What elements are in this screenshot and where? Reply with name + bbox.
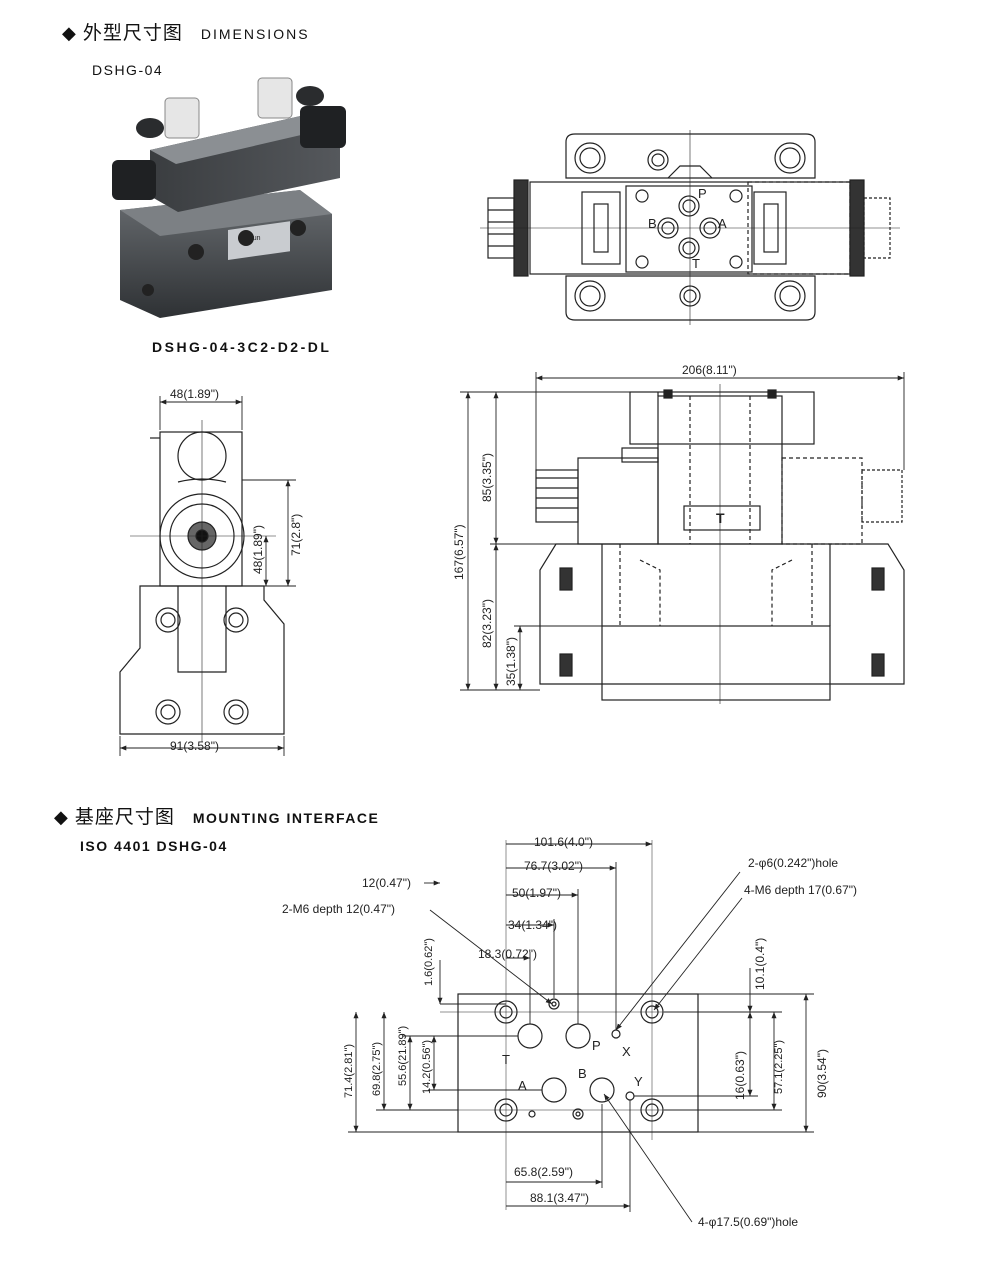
- front-dim-upper-height: 85(3.35"): [480, 453, 494, 502]
- dim-65-8: 65.8(2.59"): [514, 1165, 573, 1179]
- dim-1-6: 1.6(0.62"): [423, 938, 435, 986]
- dim-18-3: 18.3(0.72"): [478, 947, 537, 961]
- top-port-p-label: P: [698, 186, 707, 201]
- dimensions-section-title: ◆外型尺寸图 DIMENSIONS: [62, 18, 310, 45]
- mounting-dimension-lines: [348, 841, 814, 1223]
- front-coil-mark: T: [716, 510, 725, 526]
- mount-port-x-label: X: [622, 1044, 631, 1059]
- diamond-bullet-icon: ◆: [62, 23, 77, 43]
- front-dim-overall-width: 206(8.11"): [682, 363, 737, 377]
- front-view-drawing: [535, 384, 905, 704]
- dim-90: 90(3.54"): [815, 1049, 829, 1098]
- photo-brand-label: JE Sun: [238, 235, 261, 242]
- diamond-bullet-icon: ◆: [54, 807, 69, 827]
- dim-m6-depth-12: 2-M6 depth 12(0.47"): [282, 902, 395, 916]
- mounting-title-cn: 基座尺寸图: [74, 807, 175, 828]
- top-port-t-label: T: [692, 256, 700, 271]
- dim-88-1: 88.1(3.47"): [530, 1191, 589, 1205]
- dim-55-6: 55.6(21.89"): [397, 1026, 409, 1086]
- dim-12: 12(0.47"): [362, 876, 411, 890]
- mounting-section-title: ◆基座尺寸图 MOUNTING INTERFACE: [54, 802, 379, 829]
- top-port-a-label: A: [718, 216, 727, 231]
- front-dim-overall-height: 167(6.57"): [452, 524, 466, 580]
- mount-port-a-label: A: [518, 1078, 527, 1093]
- valve-photo: JE Sun: [112, 77, 346, 318]
- dim-71-4: 71.4(2.81"): [343, 1044, 355, 1098]
- side-dim-width-bottom: 91(3.58"): [170, 739, 219, 753]
- dim-57-1: 57.1(2.25"): [773, 1040, 785, 1094]
- side-view-dimensions: [119, 396, 296, 756]
- dim-101-6: 101.6(4.0"): [534, 835, 593, 849]
- mounting-title-en: MOUNTING INTERFACE: [192, 810, 380, 826]
- mounting-standard: ISO 4401 DSHG-04: [80, 838, 228, 854]
- side-dim-height-48: 48(1.89"): [251, 525, 265, 574]
- dim-m6-depth-17: 4-M6 depth 17(0.67"): [744, 883, 857, 897]
- front-view-dimensions: [460, 372, 905, 691]
- mount-port-p-label: P: [592, 1038, 601, 1053]
- dim-16: 16(0.63"): [733, 1051, 747, 1100]
- dim-14-2: 14.2(0.56"): [421, 1040, 433, 1094]
- front-dim-lower-height: 82(3.23"): [480, 599, 494, 648]
- side-view-drawing: [119, 420, 285, 742]
- front-dim-base-height: 35(1.38"): [504, 637, 518, 686]
- dim-50: 50(1.97"): [512, 886, 561, 900]
- dim-hole-17-5: 4-φ17.5(0.69")hole: [698, 1215, 798, 1229]
- mount-port-b-label: B: [578, 1066, 587, 1081]
- dimensions-title-en: DIMENSIONS: [200, 26, 310, 42]
- mounting-interface-drawing: [440, 840, 720, 1210]
- side-dim-height-71: 71(2.8"): [289, 514, 303, 556]
- top-view-drawing: [480, 130, 900, 325]
- dim-10-1: 10.1(0.4"): [753, 938, 767, 990]
- mount-port-t-label: T: [502, 1052, 510, 1067]
- dim-34: 34(1.34"): [508, 918, 557, 932]
- dim-76-7: 76.7(3.02"): [524, 859, 583, 873]
- model-label: DSHG-04: [92, 62, 164, 78]
- dim-hole-6: 2-φ6(0.242")hole: [748, 856, 838, 870]
- mount-port-y-label: Y: [634, 1074, 643, 1089]
- dim-69-8: 69.8(2.75"): [371, 1042, 383, 1096]
- side-dim-width-top: 48(1.89"): [170, 387, 219, 401]
- top-port-b-label: B: [648, 216, 657, 231]
- dimensions-title-cn: 外型尺寸图: [82, 23, 183, 44]
- photo-caption: DSHG-04-3C2-D2-DL: [152, 339, 332, 355]
